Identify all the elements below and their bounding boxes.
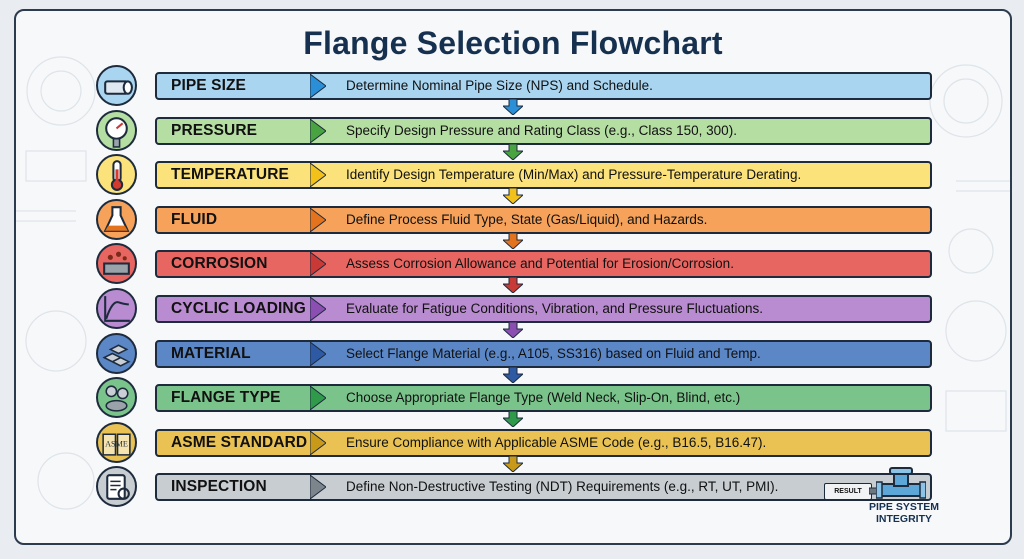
flask-icon — [96, 198, 137, 240]
step-bar — [155, 428, 932, 457]
page-title: Flange Selection Flowchart — [303, 25, 723, 61]
step-bar — [155, 384, 932, 413]
step-bar — [155, 205, 932, 234]
down-arrow-icon — [503, 455, 523, 472]
down-arrow-icon — [503, 232, 523, 249]
flowchart-frame: Flange Selection Flowchart PIPE SIZE Dete… — [14, 9, 1012, 545]
step-label: CORROSION — [171, 255, 268, 273]
step-description: Ensure Compliance with Applicable ASME C… — [346, 434, 767, 450]
down-arrow-icon — [503, 366, 523, 383]
step-description: Choose Appropriate Flange Type (Weld Nec… — [346, 390, 741, 406]
flow-step: FLUID Define Process Fluid Type, State (G… — [16, 198, 1010, 244]
pipe-icon — [96, 65, 137, 106]
flange-types-icon — [96, 377, 137, 419]
step-bar — [155, 339, 932, 368]
pressure-gauge-icon — [96, 109, 137, 151]
flow-step: CORROSION Assess Corrosion Allowance and … — [16, 243, 1010, 288]
svg-text:ASME: ASME — [105, 439, 128, 448]
step-description: Define Process Fluid Type, State (Gas/Li… — [346, 211, 708, 227]
corrosion-icon — [96, 243, 137, 285]
outcome-line-1: PIPE SYSTEM — [868, 501, 940, 513]
down-arrow-icon — [503, 322, 523, 338]
chevron-right-icon — [310, 118, 326, 143]
down-arrow-icon — [503, 277, 523, 294]
pipe-system-icon — [876, 467, 926, 499]
step-description: Determine Nominal Pipe Size (NPS) and Sc… — [346, 78, 653, 93]
background-blueprint-decoration — [16, 56, 1010, 510]
step-label: FLANGE TYPE — [171, 389, 281, 407]
flow-step: INSPECTION Define Non-Destructive Testing… — [16, 466, 1010, 511]
step-description: Evaluate for Fatigue Conditions, Vibrati… — [346, 301, 763, 316]
outcome-line-2: INTEGRITY — [875, 513, 932, 525]
step-label: FLUID — [171, 210, 218, 228]
step-bar — [155, 116, 932, 145]
step-bar — [155, 161, 932, 190]
step-label: TEMPERATURE — [171, 166, 289, 184]
chevron-right-icon — [310, 207, 326, 232]
step-label: INSPECTION — [171, 478, 267, 496]
chevron-right-icon — [310, 430, 326, 455]
chevron-right-icon — [310, 341, 326, 366]
flow-step: ASME ASME STANDARD Ensure Compliance with … — [16, 421, 1010, 467]
down-arrow-icon — [503, 99, 523, 115]
step-bar — [155, 473, 932, 502]
step-label: PIPE SIZE — [171, 77, 246, 94]
chevron-right-icon — [310, 163, 326, 188]
chevron-right-icon — [310, 386, 326, 411]
step-bar — [155, 250, 932, 279]
flow-step: FLANGE TYPE Choose Appropriate Flange Typ… — [16, 377, 1010, 422]
flow-step: MATERIAL Select Flange Material (e.g., A1… — [16, 332, 1010, 378]
down-arrow-icon — [503, 411, 523, 428]
step-label: PRESSURE — [171, 121, 258, 139]
result-tag: RESULT — [824, 483, 872, 500]
chevron-right-icon — [310, 297, 326, 321]
flow-step: PIPE SIZE Determine Nominal Pipe Size (NP… — [16, 65, 1010, 110]
step-description: Specify Design Pressure and Rating Class… — [346, 122, 737, 138]
step-bar — [155, 295, 932, 323]
inspection-clipboard-icon — [96, 466, 137, 508]
step-label: CYCLIC LOADING — [171, 300, 306, 317]
flow-step: PRESSURE Specify Design Pressure and Rati… — [16, 109, 1010, 155]
chevron-right-icon — [310, 252, 326, 277]
step-description: Identify Design Temperature (Min/Max) an… — [346, 167, 802, 183]
flow-step: CYCLIC LOADING Evaluate for Fatigue Condi… — [16, 288, 1010, 333]
thermometer-icon — [96, 154, 137, 196]
step-bar — [155, 72, 932, 100]
step-description: Define Non-Destructive Testing (NDT) Req… — [346, 479, 779, 495]
chevron-right-icon — [310, 74, 326, 98]
down-arrow-icon — [503, 143, 523, 160]
down-arrow-icon — [503, 188, 523, 205]
step-label: MATERIAL — [171, 344, 251, 362]
flow-step: TEMPERATURE Identify Design Temperature (… — [16, 154, 1010, 199]
outcome-label: PIPE SYSTEM INTEGRITY — [856, 501, 952, 525]
step-description: Select Flange Material (e.g., A105, SS31… — [346, 345, 761, 361]
asme-book-icon: ASME — [96, 421, 137, 463]
chevron-right-icon — [310, 475, 326, 500]
step-label: ASME STANDARD — [171, 433, 308, 451]
step-description: Assess Corrosion Allowance and Potential… — [346, 256, 734, 272]
metal-ingots-icon — [96, 332, 137, 374]
stress-curve-icon — [96, 288, 137, 329]
